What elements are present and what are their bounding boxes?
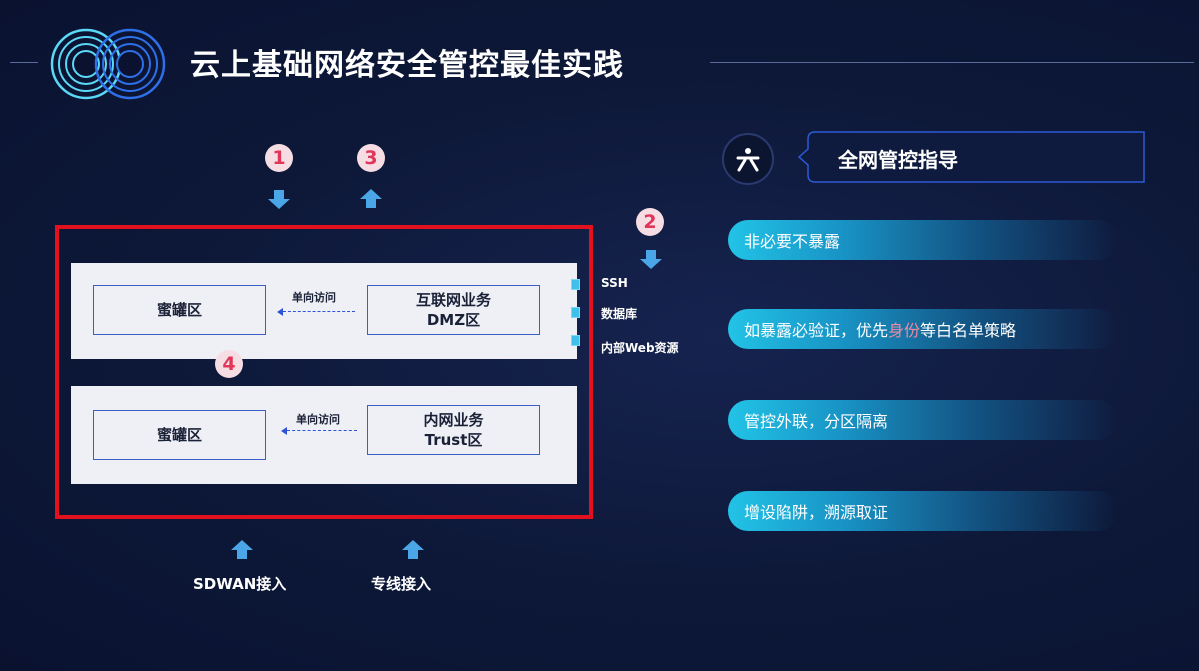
guide-item-2: 如暴露必验证，优先身份等白名单策略 [728, 309, 1118, 349]
dmz-one-way-access-label: 单向访问 [292, 291, 336, 304]
step-marker-4: 4 [215, 350, 243, 378]
guide-item-1-text: 非必要不暴露 [744, 232, 841, 251]
web-port-icon [571, 335, 580, 346]
dmz-honeypot-box: 蜜罐区 [93, 285, 266, 335]
port-label-database: 数据库 [601, 307, 638, 321]
arrow-down-icon [268, 190, 290, 209]
ssh-port-icon [571, 279, 580, 290]
trust-business-line1: 内网业务 [423, 411, 484, 429]
guide-item-2-highlight: 身份 [888, 321, 921, 340]
arrow-left-icon [281, 427, 287, 435]
tencent-cloud-icon [722, 133, 774, 185]
trust-honeypot-box: 蜜罐区 [93, 410, 266, 460]
guide-item-1: 非必要不暴露 [728, 220, 1118, 260]
arrow-left-icon [277, 308, 283, 316]
header-divider-left [10, 62, 38, 63]
cloud-network-boundary [55, 225, 593, 519]
arrow-up-icon [360, 189, 382, 208]
guide-item-4: 增设陷阱，溯源取证 [728, 491, 1118, 531]
header-divider-right [710, 62, 1194, 63]
guide-item-4-text: 增设陷阱，溯源取证 [744, 503, 889, 522]
trust-business-box: 内网业务 Trust区 [367, 405, 540, 455]
guide-item-2-text-end: 等白名单策略 [920, 321, 1017, 340]
sdwan-access-label: SDWAN接入 [193, 575, 287, 593]
step-marker-2: 2 [636, 208, 664, 236]
guide-title-frame [798, 131, 1145, 183]
trust-business-line2: Trust区 [424, 431, 483, 449]
dmz-access-dashed-line [283, 311, 355, 312]
trust-one-way-access-label: 单向访问 [296, 413, 340, 426]
guide-item-3: 管控外联，分区隔离 [728, 400, 1118, 440]
step-marker-1: 1 [265, 144, 293, 172]
dmz-business-line2: DMZ区 [426, 311, 481, 329]
arrow-up-icon [231, 540, 253, 559]
step-marker-3: 3 [357, 144, 385, 172]
port-label-ssh: SSH [601, 276, 628, 290]
concentric-rings-logo-icon [50, 28, 166, 100]
guide-item-3-text: 管控外联，分区隔离 [744, 412, 889, 431]
guide-title: 全网管控指导 [838, 148, 958, 172]
database-port-icon [571, 307, 580, 318]
dmz-business-line1: 互联网业务 [415, 291, 491, 309]
trust-access-dashed-line [287, 430, 357, 431]
arrow-up-icon [402, 540, 424, 559]
port-label-web: 内部Web资源 [601, 341, 679, 355]
dedicated-line-access-label: 专线接入 [371, 575, 432, 593]
page-title: 云上基础网络安全管控最佳实践 [190, 48, 624, 83]
guide-item-2-text: 如暴露必验证，优先 [744, 321, 889, 340]
arrow-down-icon [640, 250, 662, 269]
dmz-business-box: 互联网业务 DMZ区 [367, 285, 540, 335]
